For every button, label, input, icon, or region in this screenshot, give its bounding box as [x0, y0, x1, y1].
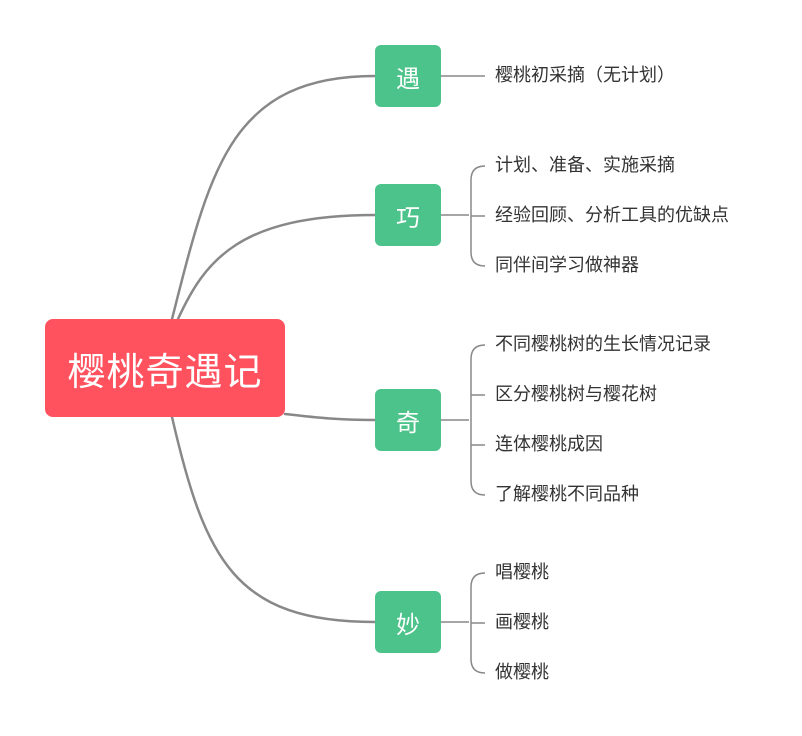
branch-node-4[interactable]: 妙 [375, 591, 441, 653]
root-to-branch-1-connector [170, 74, 377, 321]
root-label: 樱桃奇遇记 [67, 349, 263, 394]
leaf-4-3[interactable]: 做樱桃 [495, 662, 549, 683]
leaf-4-2[interactable]: 画樱桃 [495, 612, 549, 633]
branch-1-label: 遇 [396, 64, 420, 93]
leaf-3-1[interactable]: 不同樱桃树的生长情况记录 [495, 334, 711, 355]
leaf-3-2[interactable]: 区分樱桃树与樱花树 [495, 384, 657, 405]
root-to-branch-3-connector [283, 412, 377, 422]
branch-node-3[interactable]: 奇 [375, 389, 441, 451]
branch-node-2[interactable]: 巧 [375, 184, 441, 246]
branch-3-bracket [470, 344, 486, 496]
branch-2-label: 巧 [396, 203, 420, 232]
root-to-branch-4-connector [170, 415, 377, 624]
root-node[interactable]: 樱桃奇遇记 [45, 319, 285, 417]
leaf-2-2[interactable]: 经验回顾、分析工具的优缺点 [495, 205, 729, 226]
leaf-4-1[interactable]: 唱樱桃 [495, 562, 549, 583]
branch-3-label: 奇 [396, 408, 420, 437]
root-to-branch-2-connector [176, 213, 377, 321]
leaf-2-3[interactable]: 同伴间学习做神器 [495, 255, 639, 276]
leaf-2-1[interactable]: 计划、准备、实施采摘 [495, 155, 675, 176]
leaf-3-4[interactable]: 了解樱桃不同品种 [495, 484, 639, 505]
leaf-1-1[interactable]: 樱桃初采摘（无计划） [495, 65, 675, 86]
leaf-3-3[interactable]: 连体樱桃成因 [495, 434, 603, 455]
branch-4-label: 妙 [396, 610, 420, 639]
branch-node-1[interactable]: 遇 [375, 45, 441, 107]
